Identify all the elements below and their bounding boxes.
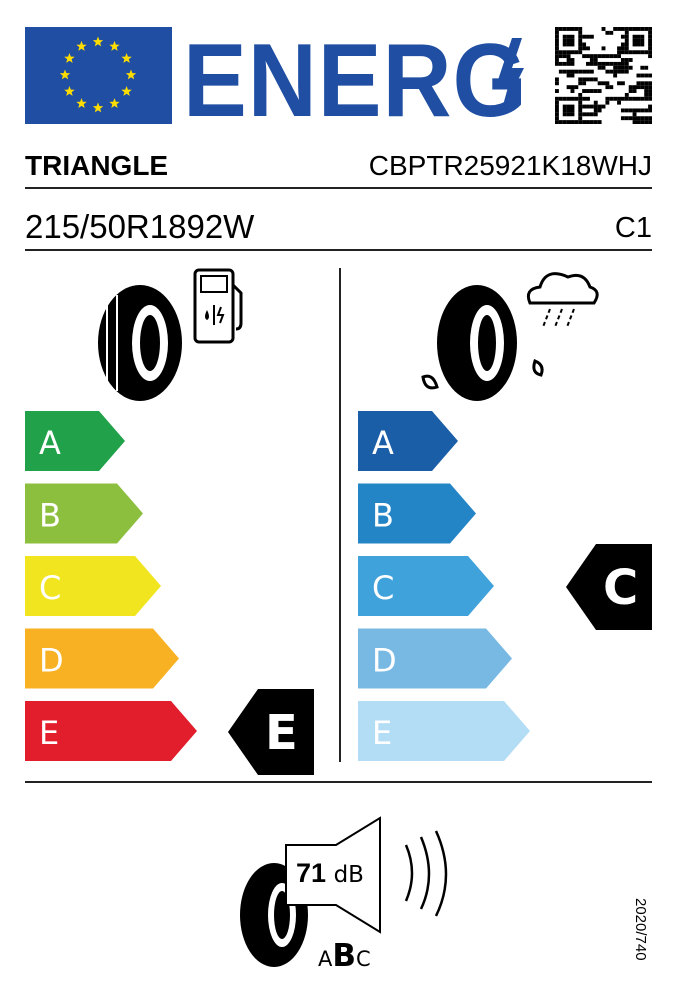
fuel-class-a xyxy=(25,411,125,471)
fuel-class-label: A xyxy=(39,424,61,462)
star-icon xyxy=(125,69,137,80)
wet-class-label: D xyxy=(372,642,397,680)
speaker-icon xyxy=(240,816,448,967)
wet-class-c xyxy=(358,556,494,616)
star-icon xyxy=(76,98,87,108)
divider xyxy=(25,187,652,189)
star-icon xyxy=(59,69,71,80)
noise-value: 71 xyxy=(296,858,327,888)
noise-class-c: C xyxy=(356,947,371,971)
star-icon xyxy=(121,86,132,96)
wet-class-e xyxy=(358,701,530,761)
wet-rating-label: C xyxy=(603,560,638,616)
star-icon xyxy=(64,86,75,96)
divider xyxy=(339,268,341,762)
fuel-class-d xyxy=(25,628,179,689)
star-icon xyxy=(92,36,104,47)
fuel-class-label: C xyxy=(39,569,61,607)
fuel-class-label: D xyxy=(39,642,64,680)
fuel-class-c xyxy=(25,556,161,616)
star-icon xyxy=(109,40,120,51)
energy-title: ENERG xyxy=(183,23,528,139)
noise-class-b: B xyxy=(332,938,357,974)
star-icon xyxy=(64,53,75,63)
star-icon xyxy=(109,98,120,108)
wet-rating-indicator xyxy=(566,544,652,630)
model-code: CBPTR25921K18WHJ xyxy=(368,150,652,181)
fuel-class-label: B xyxy=(39,497,61,535)
qr-code-icon[interactable] xyxy=(555,27,652,124)
brand-name: TRIANGLE xyxy=(25,150,169,181)
wet-class-b xyxy=(358,483,476,544)
divider xyxy=(25,781,652,783)
wet-class-label: C xyxy=(372,569,394,607)
noise-classes: ABC xyxy=(318,938,371,974)
star-icon xyxy=(121,53,132,63)
noise-class-a: A xyxy=(318,947,333,971)
tyre-class: C1 xyxy=(614,212,652,244)
fuel-class-e xyxy=(25,701,197,761)
wet-class-d xyxy=(358,628,512,689)
regulation-number: 2020/740 xyxy=(632,898,649,961)
rain-cloud-icon xyxy=(421,272,599,401)
wet-class-a xyxy=(358,411,458,471)
tyre-size: 215/50R1892W xyxy=(25,208,255,245)
fuel-rating-indicator xyxy=(228,689,314,775)
wet-class-label: E xyxy=(372,714,392,752)
star-icon xyxy=(76,40,87,51)
wet-class-label: A xyxy=(372,424,394,462)
star-icon xyxy=(92,102,104,113)
fuel-class-b xyxy=(25,483,143,544)
divider xyxy=(25,249,652,251)
fuel-rating-label: E xyxy=(265,705,298,761)
lightning-icon xyxy=(498,38,524,116)
fuel-pump-icon xyxy=(98,268,243,401)
wet-class-label: B xyxy=(372,497,394,535)
fuel-class-label: E xyxy=(39,714,59,752)
noise-unit: dB xyxy=(333,862,364,888)
eu-flag-icon xyxy=(25,27,172,124)
